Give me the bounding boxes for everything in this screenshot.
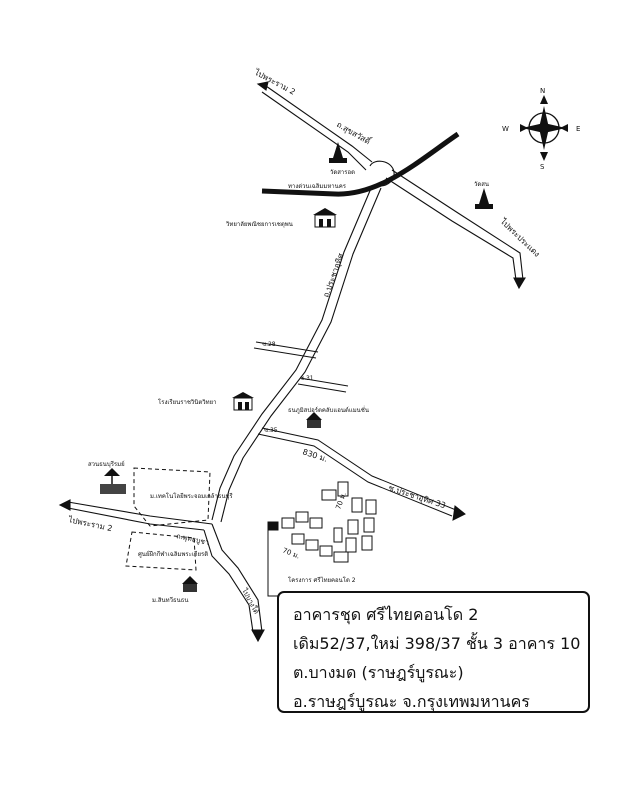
park-icon — [100, 468, 126, 494]
road-phrapradaeng — [385, 169, 526, 290]
label-soi33: ซ.ประชาอุทิศ 33 — [387, 483, 446, 510]
label-pracha-uthit: ถ.ประชาอุทิศ — [321, 252, 345, 298]
label-to-phraram2-left: ไปพระราม 2 — [67, 515, 114, 533]
project-leader-line — [267, 530, 278, 597]
label-phutthabucha: ถ.พุทธบูชา — [176, 532, 210, 547]
address-box: อาคารชุด ศรีไทยคอนโด 2 เดิม52/37,ใหม่ 39… — [277, 591, 590, 713]
temple-icon-son — [475, 188, 493, 209]
road-suksawat — [256, 81, 373, 171]
residence-icon — [306, 412, 322, 428]
label-residence: ธนภูมิสปอร์ตคลับแอนด์แมนชั่น — [288, 406, 369, 414]
label-village: ม.สินทวีธนธน — [152, 596, 188, 604]
label-soi35: ซ.35 — [264, 427, 278, 434]
compass-rose: N S E W — [502, 87, 580, 171]
building-icon-college — [313, 208, 337, 228]
label-suksawat: ถ.สุขสวัสดิ์ — [335, 118, 374, 147]
address-line-4: อ.ราษฎร์บูรณะ จ.กรุงเทพมหานคร — [293, 692, 530, 711]
road-soi28 — [253, 341, 319, 359]
temple-icon-sarod — [329, 142, 347, 163]
label-project: โครงการ ศรีไทยคอนโด 2 — [288, 576, 356, 584]
roundabout — [369, 160, 395, 187]
address-line-2: เดิม52/37,ใหม่ 398/37 ชั้น 3 อาคาร 10 — [293, 634, 581, 653]
label-school: โรงเรียนราชวินิตวิทยา — [158, 398, 217, 406]
label-wat-son: วัดสน — [474, 181, 489, 188]
address-line-3: ต.บางมด (ราษฎร์บูรณะ) — [293, 663, 464, 682]
project-buildings — [267, 481, 377, 563]
label-soi31: ซ.31 — [300, 375, 314, 382]
road-soi31 — [297, 377, 349, 393]
label-dist-830: 830 ม. — [301, 447, 328, 463]
house-icon-village — [182, 576, 198, 592]
kmutt-zone — [133, 467, 211, 527]
road-pracha-uthit — [211, 185, 382, 523]
label-soi28: ซ.28 — [262, 341, 276, 348]
label-expressway: ทางด่วนเฉลิมมหานคร — [288, 183, 347, 190]
label-dist-70b: 70 ม. — [281, 546, 301, 560]
road-soi35 — [257, 427, 466, 521]
label-college: วิทยาลัยพณิชยการเชตุพน — [225, 221, 292, 228]
label-wat-sarod: วัดสารอด — [330, 169, 355, 176]
building-icon-school — [232, 392, 254, 411]
compass-w: W — [502, 125, 509, 133]
label-center: ศูนย์ฝึกกีฬาเฉลิมพระเกียรติ — [138, 550, 208, 558]
label-kmutt: ม.เทคโนโลยีพระจอมเกล้าธนบุรี — [150, 492, 233, 500]
address-line-1: อาคารชุด ศรีไทยคอนโด 2 — [293, 605, 479, 624]
label-park: สวนธนบุรีรมย์ — [88, 460, 125, 468]
expressway — [261, 131, 460, 197]
center-zone — [125, 531, 197, 571]
compass-s: S — [540, 163, 545, 171]
compass-e: E — [576, 125, 580, 133]
compass-n: N — [540, 87, 545, 95]
